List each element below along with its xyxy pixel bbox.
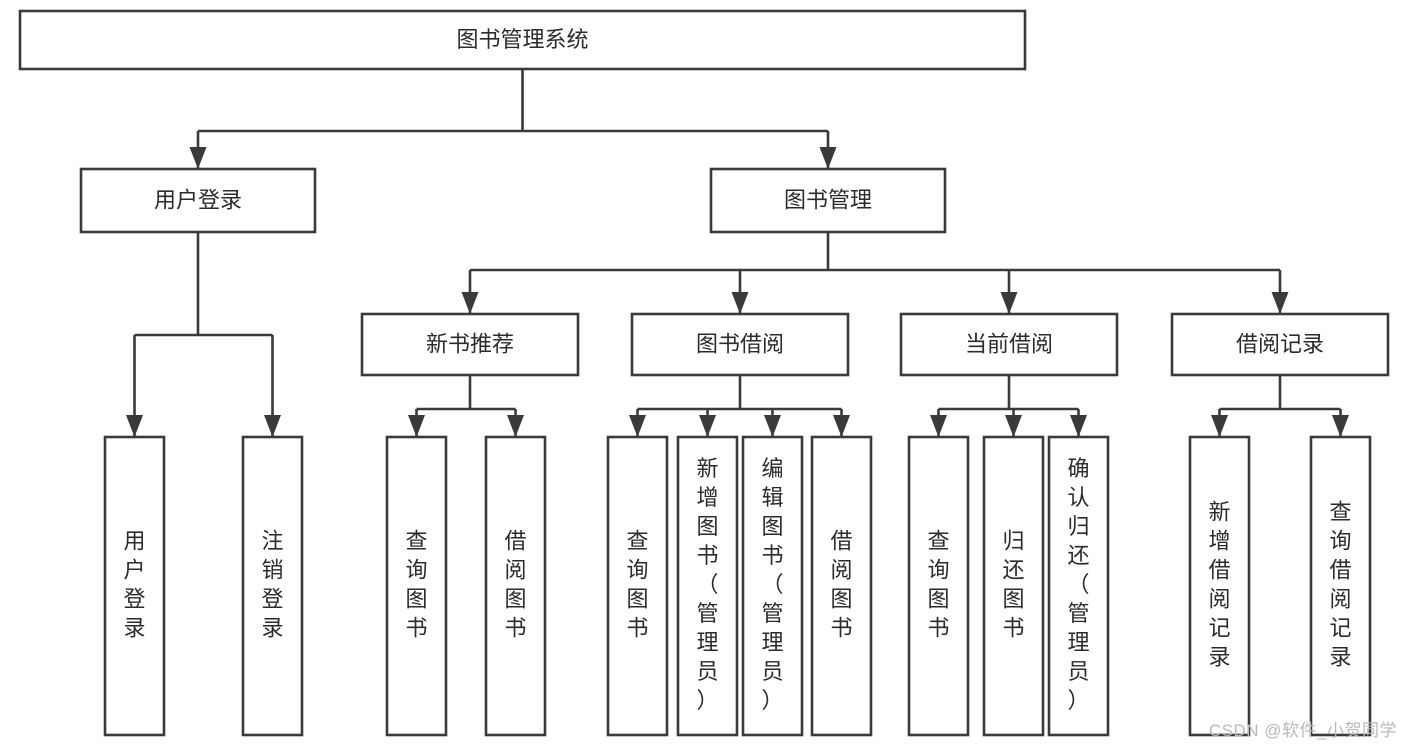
node-box[interactable]	[360, 312, 580, 377]
arrow-head-icon	[629, 415, 646, 437]
node-leaf-11[interactable]: 新增借阅记录	[1188, 435, 1251, 737]
arrow-head-icon	[1070, 415, 1087, 437]
arrow-head-icon	[1271, 292, 1289, 314]
node-leaf-7[interactable]: 借阅图书	[810, 435, 873, 737]
node-l3-0[interactable]: 新书推荐	[360, 312, 580, 377]
arrow-head-icon	[731, 292, 749, 314]
node-label: 借阅图书	[504, 528, 526, 640]
node-box[interactable]	[103, 435, 166, 737]
node-box[interactable]	[1188, 435, 1251, 737]
node-root-0[interactable]: 图书管理系统	[18, 9, 1027, 71]
node-box[interactable]	[982, 435, 1045, 737]
node-label: 注销登录	[261, 528, 283, 640]
node-box[interactable]	[1047, 435, 1110, 737]
node-leaf-12[interactable]: 查询借阅记录	[1309, 435, 1372, 737]
node-label: 确认归还（管理员）	[1067, 456, 1089, 713]
node-box[interactable]	[907, 435, 970, 737]
node-box[interactable]	[79, 167, 317, 234]
arrow-head-icon	[126, 415, 143, 437]
arrow-head-icon	[699, 415, 716, 437]
node-label: 用户登录	[123, 528, 145, 640]
node-label: 当前借阅	[965, 331, 1053, 356]
arrow-head-icon	[930, 415, 947, 437]
node-leaf-3[interactable]: 借阅图书	[484, 435, 547, 737]
node-label: 新增图书（管理员）	[696, 456, 718, 713]
node-box[interactable]	[606, 435, 669, 737]
arrow-head-icon	[507, 415, 524, 437]
node-leaf-9[interactable]: 归还图书	[982, 435, 1045, 737]
node-box[interactable]	[899, 312, 1119, 377]
arrow-head-icon	[1000, 292, 1018, 314]
node-box[interactable]	[1170, 312, 1390, 377]
node-label: 图书借阅	[696, 331, 784, 356]
node-label: 借阅记录	[1236, 331, 1324, 356]
node-label: 用户登录	[154, 187, 242, 212]
node-l3-3[interactable]: 借阅记录	[1170, 312, 1390, 377]
arrow-head-icon	[1332, 415, 1349, 437]
node-l3-1[interactable]: 图书借阅	[630, 312, 850, 377]
node-label: 编辑图书（管理员）	[761, 456, 783, 713]
node-label: 查询借阅记录	[1329, 499, 1351, 669]
node-leaf-6[interactable]: 编辑图书（管理员）	[741, 435, 804, 737]
node-box[interactable]	[810, 435, 873, 737]
node-label: 新书推荐	[426, 331, 514, 356]
node-label: 查询图书	[405, 528, 427, 640]
node-leaf-1[interactable]: 注销登录	[241, 435, 304, 737]
node-label: 归还图书	[1002, 528, 1024, 640]
node-box[interactable]	[709, 167, 947, 234]
node-box[interactable]	[385, 435, 448, 737]
node-label: 新增借阅记录	[1208, 499, 1230, 669]
arrow-head-icon	[1005, 415, 1022, 437]
node-leaf-5[interactable]: 新增图书（管理员）	[676, 435, 739, 737]
node-box[interactable]	[484, 435, 547, 737]
node-label: 查询图书	[927, 528, 949, 640]
node-box[interactable]	[241, 435, 304, 737]
node-leaf-10[interactable]: 确认归还（管理员）	[1047, 435, 1110, 737]
arrow-head-icon	[264, 415, 281, 437]
arrow-head-icon	[833, 415, 850, 437]
node-box[interactable]	[741, 435, 804, 737]
node-l3-2[interactable]: 当前借阅	[899, 312, 1119, 377]
node-l2-0[interactable]: 用户登录	[79, 167, 317, 234]
node-label: 图书管理系统	[456, 27, 588, 52]
node-box[interactable]	[676, 435, 739, 737]
node-label: 图书管理	[784, 187, 872, 212]
node-box[interactable]	[1309, 435, 1372, 737]
arrow-head-icon	[1211, 415, 1228, 437]
arrow-head-icon	[819, 147, 837, 169]
node-label: 借阅图书	[830, 528, 852, 640]
node-leaf-4[interactable]: 查询图书	[606, 435, 669, 737]
node-leaf-8[interactable]: 查询图书	[907, 435, 970, 737]
arrow-head-icon	[408, 415, 425, 437]
node-leaf-2[interactable]: 查询图书	[385, 435, 448, 737]
node-layer: 图书管理系统用户登录图书管理新书推荐图书借阅当前借阅借阅记录用户登录注销登录查询…	[18, 9, 1390, 737]
node-label: 查询图书	[626, 528, 648, 640]
node-leaf-0[interactable]: 用户登录	[103, 435, 166, 737]
arrow-head-icon	[764, 415, 781, 437]
arrow-head-icon	[461, 292, 479, 314]
node-box[interactable]	[630, 312, 850, 377]
connector-layer	[126, 69, 1349, 437]
node-l2-1[interactable]: 图书管理	[709, 167, 947, 234]
arrow-head-icon	[189, 147, 207, 169]
node-box[interactable]	[18, 9, 1027, 71]
